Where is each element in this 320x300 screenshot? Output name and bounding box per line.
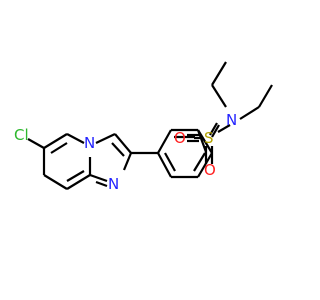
bond	[164, 152, 176, 172]
bond	[196, 129, 208, 153]
bond	[157, 129, 172, 154]
bond	[122, 152, 133, 171]
bond	[43, 174, 68, 190]
bond	[209, 122, 218, 136]
bond	[157, 152, 172, 178]
bond	[66, 174, 91, 190]
bond	[211, 61, 227, 86]
atom-label-layer: Cl N N S N O O	[14, 111, 237, 193]
bond	[50, 142, 68, 154]
bond	[211, 84, 227, 108]
bond	[66, 170, 85, 182]
atom-s: S	[204, 129, 214, 147]
bond	[66, 133, 85, 144]
bond	[43, 133, 68, 149]
atom-n-amide: N	[226, 111, 237, 129]
bond	[239, 106, 260, 120]
atom-o-left: O	[174, 129, 186, 147]
bond	[114, 133, 132, 154]
bond	[27, 138, 45, 149]
bond	[217, 124, 231, 133]
atom-cl: Cl	[14, 126, 29, 144]
atom-o-bottom: O	[204, 161, 216, 179]
bond	[111, 142, 125, 157]
atom-n-imine: N	[108, 175, 119, 193]
bond	[197, 152, 213, 178]
bond	[89, 173, 108, 183]
bond	[95, 180, 108, 188]
bond	[193, 152, 206, 172]
atom-n-bridge: N	[84, 134, 95, 152]
bond	[95, 133, 116, 144]
bond	[211, 124, 220, 138]
molecule-structure: Cl N N S N O O	[14, 61, 273, 193]
bond	[258, 84, 273, 108]
bond-layer	[27, 61, 273, 190]
